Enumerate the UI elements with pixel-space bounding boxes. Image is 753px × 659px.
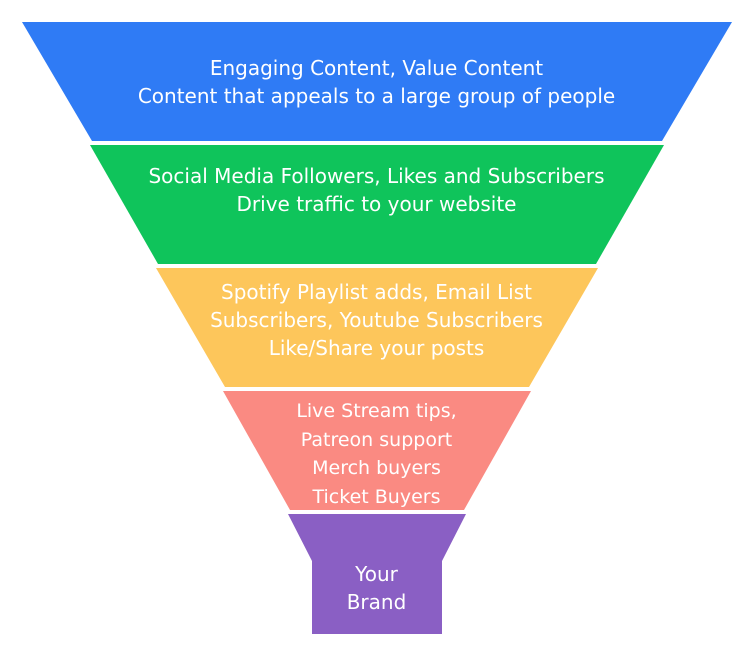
- funnel-tier-1-shape: [22, 22, 732, 141]
- funnel-tier-4-shape: [223, 391, 531, 510]
- funnel-spout-shape: [288, 514, 466, 634]
- funnel-tier-2-shape: [90, 145, 664, 264]
- funnel-tier-3-shape: [156, 268, 598, 387]
